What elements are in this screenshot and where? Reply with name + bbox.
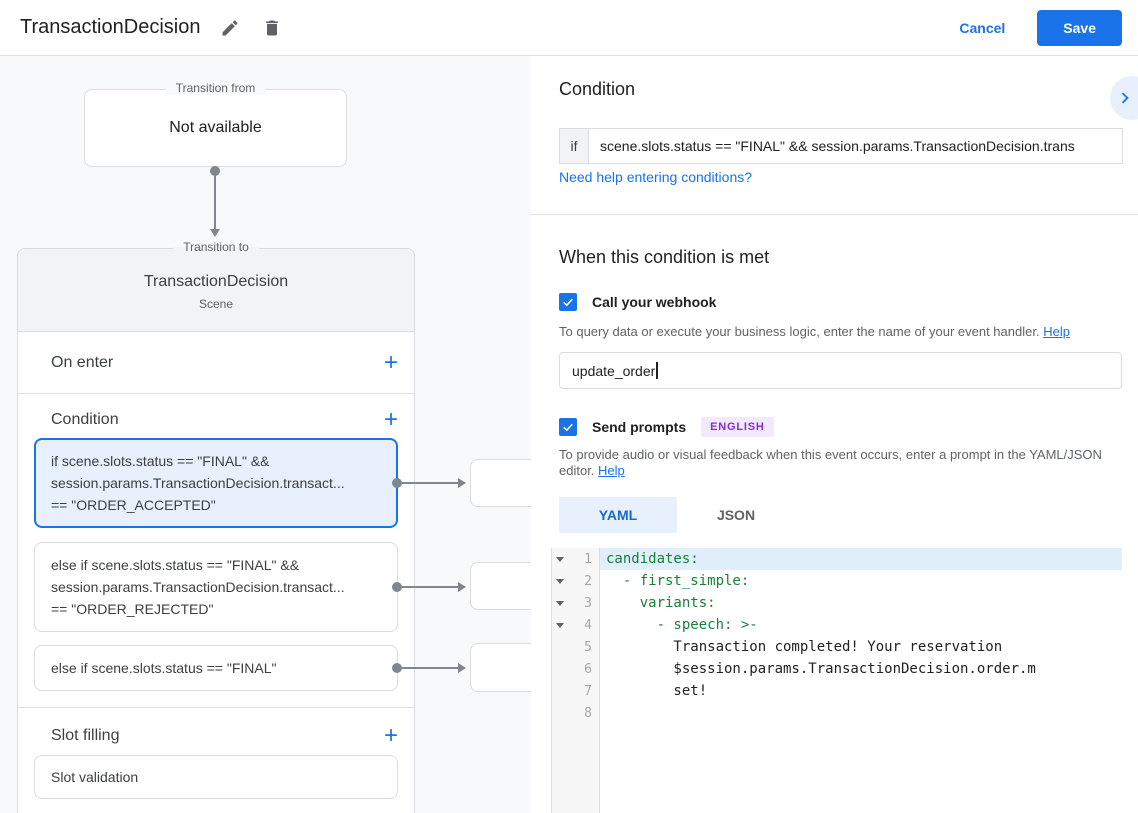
add-slot-button[interactable]: + — [383, 722, 398, 749]
prompt-code-editor[interactable]: 1 2 3 4 5 6 7 8 candidates: - first_simp… — [551, 548, 1122, 813]
check-icon — [563, 423, 573, 432]
connector-line — [402, 586, 459, 588]
connector-dot — [210, 166, 220, 176]
condition-card-rejected[interactable]: else if scene.slots.status == "FINAL" &&… — [34, 542, 398, 632]
cancel-button[interactable]: Cancel — [947, 12, 1017, 44]
connector-arrow-icon — [458, 663, 466, 673]
slot-filling-section: Slot filling + Slot validation — [18, 708, 414, 813]
if-prefix: if — [559, 128, 588, 164]
slot-filling-label: Slot filling — [51, 727, 120, 744]
when-met-title: When this condition is met — [559, 247, 770, 267]
tab-yaml[interactable]: YAML — [559, 497, 677, 533]
connector-arrow-icon — [458, 478, 466, 488]
connector-line — [402, 667, 459, 669]
prompts-description: To provide audio or visual feedback when… — [559, 447, 1102, 478]
code-line: variants: — [606, 595, 716, 611]
webhook-help-link[interactable]: Help — [1043, 324, 1070, 339]
transition-to-label: Transition to — [173, 240, 259, 254]
fold-toggle-icon[interactable] — [556, 600, 564, 606]
connector-dot — [392, 478, 402, 488]
transition-target-node[interactable] — [470, 643, 531, 692]
transition-from-label: Transition from — [165, 81, 266, 95]
delete-icon[interactable] — [262, 18, 282, 38]
fold-toggle-icon[interactable] — [556, 556, 564, 562]
code-line: - first_simple: — [606, 573, 750, 589]
tab-json[interactable]: JSON — [716, 507, 756, 523]
page-title: TransactionDecision — [20, 16, 201, 38]
condition-detail-panel: Condition if scene.slots.status == "FINA… — [531, 56, 1138, 813]
send-prompts-row: Send prompts ENGLISH — [559, 417, 774, 437]
code-line: Transaction completed! Your reservation — [606, 639, 1003, 655]
slot-validation-card[interactable]: Slot validation — [34, 755, 398, 799]
edit-icon[interactable] — [220, 18, 240, 38]
transition-from-node[interactable]: Transition from Not available — [84, 81, 347, 167]
language-badge: ENGLISH — [701, 417, 774, 437]
webhook-description: To query data or execute your business l… — [559, 324, 1070, 339]
call-webhook-row: Call your webhook — [559, 293, 716, 311]
check-icon — [563, 298, 573, 307]
connector-line — [402, 482, 459, 484]
webhook-handler-input[interactable]: update_order — [559, 352, 1122, 389]
editor-format-tabs: YAML JSON — [559, 497, 795, 533]
fold-toggle-icon[interactable] — [556, 578, 564, 584]
connector-dot — [392, 582, 402, 592]
add-condition-button[interactable]: + — [383, 406, 398, 433]
scene-flow-canvas: Transition from Not available Transition… — [0, 56, 531, 813]
collapse-panel-button[interactable] — [1110, 76, 1138, 120]
call-webhook-checkbox[interactable] — [559, 293, 577, 311]
scene-node-title: TransactionDecision — [143, 273, 289, 290]
section-divider — [531, 214, 1138, 215]
on-enter-row: On enter + — [18, 332, 414, 394]
condition-card-final[interactable]: else if scene.slots.status == "FINAL" — [34, 645, 398, 691]
connector-line — [214, 174, 216, 230]
call-webhook-label: Call your webhook — [592, 294, 717, 310]
condition-panel-title: Condition — [559, 79, 636, 99]
connector-dot — [392, 663, 402, 673]
editor-code-area[interactable]: candidates: - first_simple: variants: - … — [600, 548, 1122, 813]
condition-help-link[interactable]: Need help entering conditions? — [559, 169, 753, 185]
send-prompts-checkbox[interactable] — [559, 418, 577, 436]
connector-arrow-icon — [458, 582, 466, 592]
transition-target-node[interactable] — [470, 459, 531, 507]
condition-card-accepted[interactable]: if scene.slots.status == "FINAL" && sess… — [34, 438, 398, 528]
code-line: candidates: — [600, 548, 1122, 570]
scene-node-subtitle: Scene — [198, 297, 234, 311]
save-button[interactable]: Save — [1037, 9, 1122, 46]
fold-toggle-icon[interactable] — [556, 622, 564, 628]
code-line — [600, 702, 1122, 724]
condition-expression-row: if scene.slots.status == "FINAL" && sess… — [559, 128, 1123, 164]
transition-from-content: Not available — [169, 119, 262, 136]
condition-expression-input[interactable]: scene.slots.status == "FINAL" && session… — [588, 128, 1123, 164]
scene-node-header[interactable]: TransactionDecision Scene — [18, 249, 414, 332]
code-line: $session.params.TransactionDecision.orde… — [606, 661, 1036, 677]
code-line: - speech: >- — [606, 617, 758, 633]
scene-node: Transition to TransactionDecision Scene … — [17, 240, 415, 813]
condition-section-label: Condition — [51, 411, 119, 428]
editor-gutter: 1 2 3 4 5 6 7 8 — [551, 548, 600, 813]
condition-section: Condition + if scene.slots.status == "FI… — [18, 394, 414, 708]
send-prompts-label: Send prompts — [592, 419, 687, 435]
prompts-help-link[interactable]: Help — [598, 463, 625, 478]
header-bar: TransactionDecision Cancel Save — [0, 0, 1138, 56]
add-on-enter-button[interactable]: + — [383, 348, 398, 376]
on-enter-label: On enter — [51, 353, 114, 371]
connector-arrow-icon — [210, 229, 220, 237]
chevron-right-icon — [1121, 92, 1129, 104]
transition-target-node[interactable] — [470, 562, 531, 610]
code-line: set! — [606, 683, 708, 699]
text-cursor — [656, 362, 658, 379]
